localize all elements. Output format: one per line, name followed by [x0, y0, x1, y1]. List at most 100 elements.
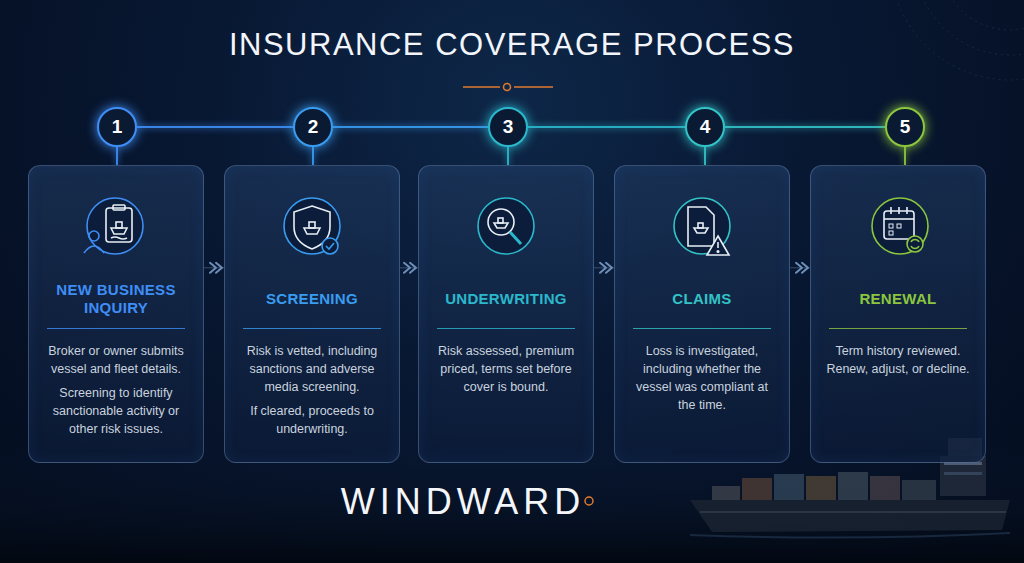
timeline-line	[0, 126, 97, 128]
person-head	[89, 231, 99, 241]
ship-windows	[944, 472, 982, 475]
hull-line	[700, 511, 1006, 513]
flow-arrow	[204, 263, 224, 273]
ornament-dot	[504, 84, 511, 91]
ornament-line	[514, 86, 553, 88]
clipboard-clip	[113, 205, 125, 210]
arc	[890, 0, 1024, 80]
person-body	[84, 246, 104, 253]
connector-line	[116, 147, 118, 165]
card-heading-text: UNDERWRITING	[445, 290, 567, 308]
ship-cabin	[309, 222, 315, 228]
arc	[915, 0, 1024, 55]
flow-arrow	[790, 263, 810, 273]
container-stack	[838, 472, 868, 502]
card-body-text: Term history reviewed. Renew, adjust, or…	[822, 342, 974, 378]
circle-shape	[98, 108, 136, 146]
step-number: 5	[885, 107, 925, 147]
step-number: 2	[293, 107, 333, 147]
magnifier-lens	[488, 209, 514, 235]
arc	[940, 0, 1024, 30]
card-body-block: Broker or owner submits vessel and fleet…	[40, 342, 192, 444]
timeline-connector	[333, 127, 488, 128]
heading-rule	[829, 328, 967, 329]
timeline-connector	[137, 127, 293, 128]
circle-shape	[294, 108, 332, 146]
warning-dot	[717, 251, 719, 253]
circle-shape	[686, 108, 724, 146]
warning-triangle	[707, 236, 729, 255]
flow-arrow	[594, 263, 614, 273]
card-heading: RENEWAL	[819, 273, 977, 325]
step-number: 1	[97, 107, 137, 147]
brand-logo: WINDWARD	[338, 481, 588, 523]
shield-symbol	[294, 206, 330, 249]
step-number: 3	[488, 107, 528, 147]
container-stack	[742, 478, 772, 502]
card-body-text: If cleared, proceeds to underwriting.	[236, 402, 388, 438]
renewal-icon	[872, 198, 928, 254]
connector-line	[528, 126, 685, 128]
icon-ring	[872, 198, 928, 254]
document-symbol	[688, 207, 714, 246]
heading-rule	[633, 328, 771, 329]
container-stack	[870, 476, 900, 502]
wake	[690, 533, 1010, 538]
timeline-connector	[528, 127, 685, 128]
connector-line	[507, 147, 509, 165]
arrow-head	[404, 263, 410, 273]
card-body-text: Loss is investigated, including whether …	[626, 342, 778, 414]
refresh-badge	[907, 236, 923, 252]
step-number-circle: 5	[885, 107, 925, 147]
check-badge	[322, 238, 338, 254]
connector-line	[312, 147, 314, 165]
timeline-connector	[705, 147, 706, 165]
logo-mark	[585, 497, 593, 505]
circle-shape	[886, 108, 924, 146]
timeline-connector	[508, 147, 509, 165]
connector-line	[704, 147, 706, 165]
step-number-circle: 1	[97, 107, 137, 147]
connector-line	[904, 147, 906, 165]
heading-rule	[437, 328, 575, 329]
calendar-symbol	[884, 211, 914, 239]
ship-cabin	[116, 222, 122, 228]
timeline-connector	[725, 127, 885, 128]
calendar-cell	[897, 224, 901, 228]
arrow-head	[210, 263, 216, 273]
calendar-cell	[889, 224, 893, 228]
ship-cabin	[498, 218, 503, 223]
icon-ring	[87, 198, 143, 254]
container-stack	[806, 476, 836, 502]
container-stack	[712, 486, 740, 502]
timeline-line	[925, 126, 1024, 128]
ship-symbol	[304, 228, 320, 234]
arrow-head	[796, 263, 802, 273]
ornament-line	[463, 86, 500, 88]
step-number-circle: 4	[685, 107, 725, 147]
ship-hull	[690, 500, 1010, 532]
magnifier-handle	[510, 232, 521, 244]
process-card: UNDERWRITING Risk assessed, premium price…	[418, 165, 594, 463]
process-card: RENEWAL Term history reviewed. Renew, adj…	[810, 165, 986, 463]
card-heading: SCREENING	[233, 273, 391, 325]
calendar-ring	[906, 207, 908, 214]
step-number-circle: 2	[293, 107, 333, 147]
circle-shape	[489, 108, 527, 146]
icon-ring	[674, 198, 730, 254]
check-mark	[326, 243, 334, 249]
card-heading-text: NEW BUSINESS INQUIRY	[37, 281, 195, 317]
underwriting-icon	[478, 198, 534, 254]
card-body-block: Loss is investigated, including whether …	[626, 342, 778, 420]
card-heading: NEW BUSINESS INQUIRY	[37, 273, 195, 325]
container-stack	[902, 480, 936, 502]
connector-line	[333, 126, 488, 128]
card-heading: CLAIMS	[623, 273, 781, 325]
card-body-text: Risk assessed, premium priced, terms set…	[430, 342, 582, 396]
calendar-ring	[898, 207, 900, 214]
card-body-text: Screening to identify sanctionable activ…	[40, 384, 192, 438]
screening-icon	[284, 198, 340, 254]
clipboard	[106, 208, 132, 242]
heading-rule	[243, 328, 381, 329]
